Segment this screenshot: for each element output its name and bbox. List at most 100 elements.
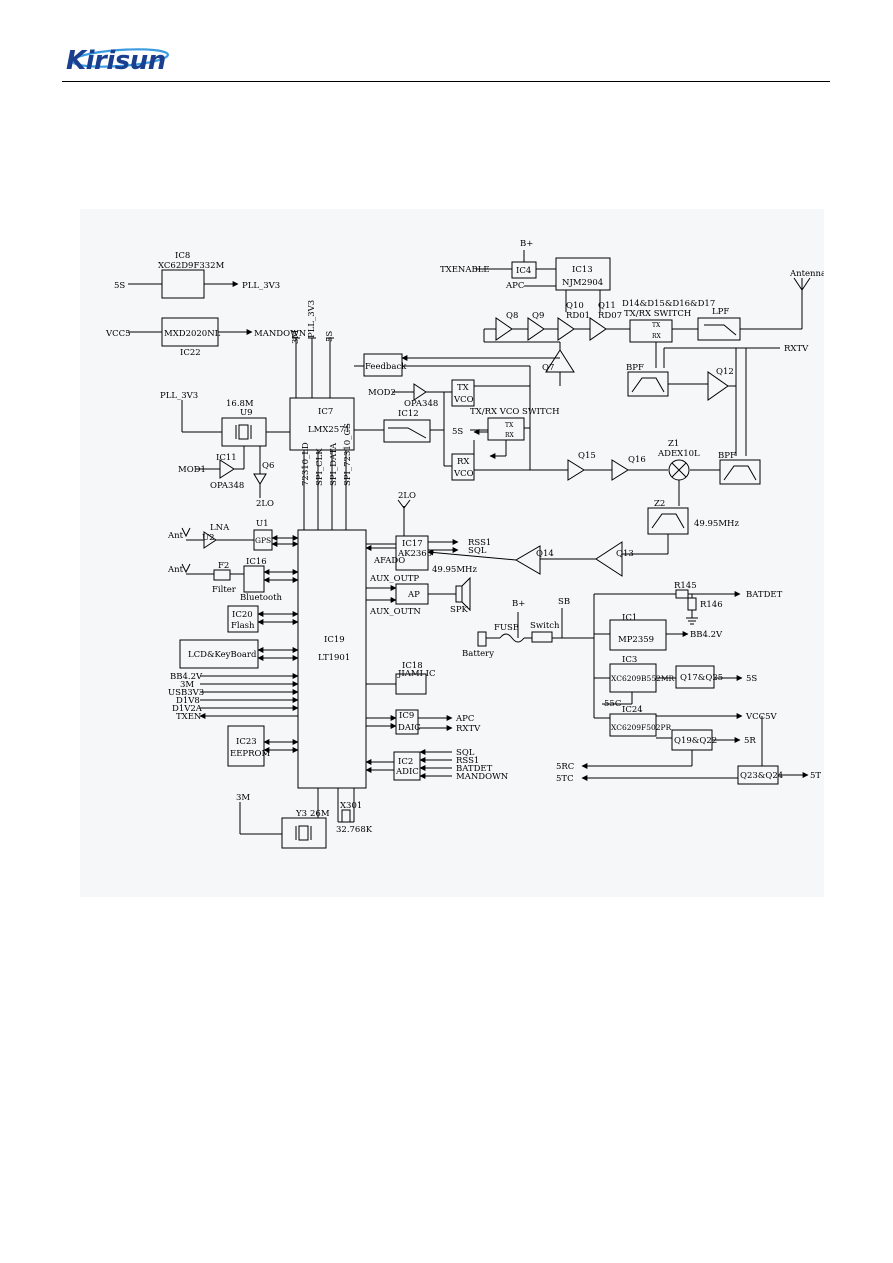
q17q25-ref: Q17&Q25 (680, 673, 723, 683)
r145-resistor (675, 589, 689, 599)
net-rss1-b: RSS1 (456, 756, 479, 766)
ic17-box (395, 535, 429, 571)
u9-box (221, 417, 267, 447)
ic8-box (161, 269, 205, 299)
ic9-part: DAIC (398, 723, 421, 733)
q14-amp (515, 545, 541, 575)
q17q25-box (675, 665, 715, 689)
ic9-ref: IC9 (399, 711, 414, 721)
q11-ref: Q11 (598, 301, 616, 311)
net-ant2: Ant (167, 565, 184, 575)
net-pll3v3-top: PLL_3V3 (307, 300, 317, 338)
net-spi-clk: SPI_CLK (315, 448, 325, 486)
lna-part: LNA (210, 523, 230, 533)
ic22-ref: IC22 (180, 348, 201, 358)
txvco-l1: TX (457, 383, 470, 393)
net-55c: 55C (604, 699, 621, 709)
fuse-label: FUSE (494, 623, 519, 633)
q23q24-ref: Q23&Q24 (740, 771, 783, 781)
antenna-symbol (793, 277, 811, 291)
antenna-label: Antenna (789, 269, 824, 279)
ic13-box (555, 257, 611, 291)
q15-ref: Q15 (578, 451, 596, 461)
u1-ref: U1 (256, 519, 269, 529)
ic8-ref: IC8 (175, 251, 190, 261)
ic7-part: LMX2571 (308, 425, 350, 435)
ic7-box (289, 397, 355, 451)
net-5s-out: 5S (746, 674, 757, 684)
q11-part: RD07 (598, 311, 622, 321)
ic2-ref: IC2 (398, 757, 413, 767)
bpf2-box (719, 459, 761, 485)
q12-amp (707, 371, 729, 401)
ic12-ref: IC12 (398, 409, 419, 419)
f2-part: Filter (212, 585, 237, 595)
net-mandown-out: MANDOWN (254, 329, 307, 339)
switch-box (531, 631, 553, 643)
feedback-label: Feedback (365, 362, 407, 372)
ic8-part: XC62D9F332M (158, 261, 225, 271)
diodes-label: D14&D15&D16&D17 (622, 299, 715, 309)
ic13-part: NJM2904 (562, 278, 603, 288)
txvco-box (451, 379, 475, 407)
ic11-ref: IC11 (216, 453, 237, 463)
speaker-symbol (455, 585, 463, 603)
q16-amp (611, 459, 629, 481)
ic16-box (243, 565, 265, 593)
q19q22-ref: Q19&Q22 (674, 736, 717, 746)
net-3m-bot: 3M (236, 793, 250, 803)
z1-part: ADEX10L (657, 449, 700, 459)
x301-ref: X301 (340, 801, 362, 811)
q16-ref: Q16 (628, 455, 646, 465)
feedback-box (363, 353, 403, 377)
ic3-ref: IC3 (622, 655, 637, 665)
ic23-ref: IC23 (236, 737, 257, 747)
ic7-ref: IC7 (318, 407, 333, 417)
bpf1-label: BPF (626, 363, 644, 373)
ic17-freq: 49.95MHz (432, 565, 477, 575)
block-diagram: IC8 XC62D9F332M 5S PLL_3V3 MXD2020NL VCC… (105, 239, 824, 849)
net-rss1-a: RSS1 (468, 538, 491, 548)
net-usb3v3: USB3V3 (168, 688, 204, 698)
net-txenable: TXENABLE (440, 265, 490, 275)
f2-filter-box (213, 569, 231, 581)
ap-label: AP (407, 590, 420, 600)
q8-ref: Q8 (506, 311, 518, 321)
net-afado: AFADO (373, 556, 405, 566)
lpf-box (697, 317, 741, 341)
q15-amp (567, 459, 585, 481)
q7-ref: Q7 (542, 363, 554, 373)
lcd-label: LCD&KeyBoard (188, 650, 257, 660)
ic19-part: LT1901 (318, 653, 350, 663)
net-d1v8: D1V8 (176, 696, 200, 706)
vco-switch-rx: RX (505, 432, 515, 439)
net-sql-b: SQL (456, 748, 475, 758)
net-3m-top: 3M (291, 330, 301, 344)
x301-crystal (341, 809, 351, 823)
net-spi-data: SPI_DATA (329, 442, 339, 486)
net-ant1: Ant (167, 531, 184, 541)
ic24-box (609, 713, 657, 737)
q14-ref: Q14 (536, 549, 554, 559)
net-5tc: 5TC (556, 774, 574, 784)
net-vcc5: VCC5 (105, 329, 131, 339)
net-batdet-b: BATDET (456, 764, 493, 774)
net-5r: 5R (744, 736, 756, 746)
net-bplus-top: B+ (520, 239, 533, 249)
z1-ref: Z1 (668, 439, 679, 449)
ic17-ref: IC17 (402, 539, 423, 549)
ic24-ref: IC24 (622, 705, 643, 715)
z2-box (647, 507, 689, 535)
q13-amp (595, 541, 623, 577)
kirisun-logo (62, 46, 172, 82)
q11-amp (589, 317, 607, 341)
net-pll3v3-in: PLL_3V3 (160, 391, 198, 401)
net-rxtv-out: RXTV (456, 724, 481, 734)
q10-amp (557, 317, 575, 341)
net-aux-outp: AUX_OUTP (369, 574, 419, 584)
bpf1-box (627, 371, 669, 397)
net-5rc: 5RC (556, 762, 574, 772)
ic1-box (609, 619, 667, 651)
txrx-switch-tx: TX (652, 322, 661, 329)
txrx-switch-rx: RX (652, 333, 662, 340)
